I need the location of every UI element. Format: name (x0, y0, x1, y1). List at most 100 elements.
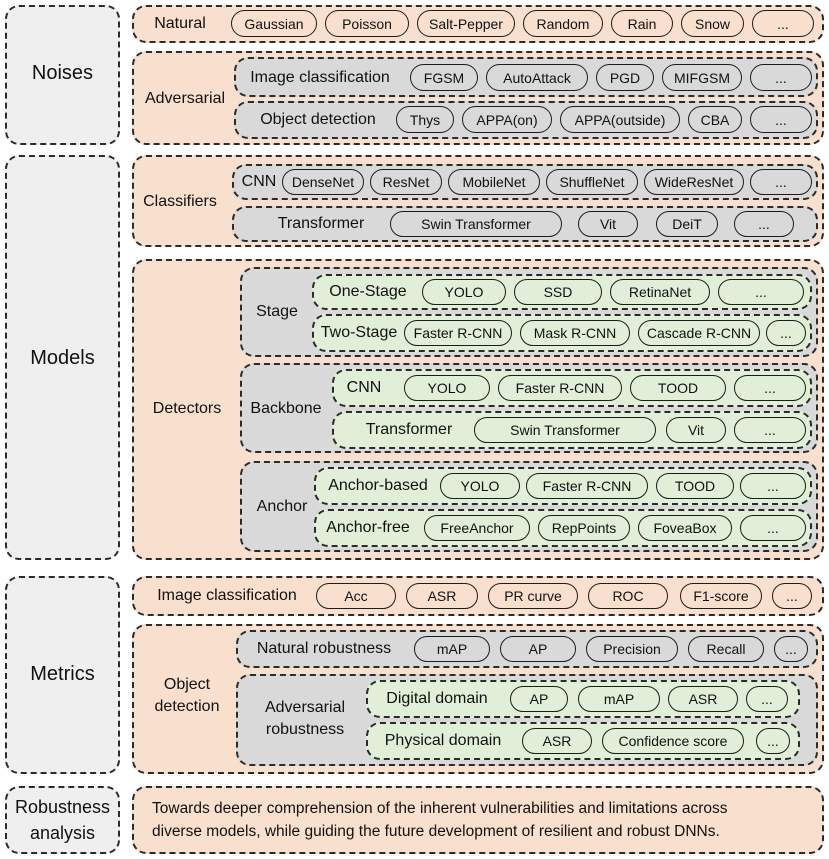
natural-noise-item: Random (523, 10, 603, 37)
adversarial-robustness-label-line1: Adversarial (264, 699, 346, 716)
two-stage-item: Cascade R-CNN (638, 320, 760, 346)
one-stage-item: RetinaNet (610, 279, 710, 305)
adversarial-noise-label: Adversarial (144, 90, 226, 107)
noises-title: Noises (31, 61, 94, 84)
robustness-analysis-section (5, 786, 120, 854)
two-stage-item: ... (766, 320, 806, 346)
digital-domain-item: ASR (668, 686, 738, 712)
backbone-transformer-label: Transformer (365, 421, 453, 438)
anchor-based-label: Anchor-based (328, 477, 428, 494)
models-title: Models (30, 346, 95, 369)
two-stage-label: Two-Stage (320, 324, 398, 341)
adv-image-classification-label: Image classification (250, 68, 390, 86)
classifier-cnn-item: ResNet (370, 169, 442, 195)
metrics-ic-item: ASR (406, 583, 478, 609)
detectors-label: Detectors (152, 400, 222, 417)
physical-domain-item: ASR (522, 728, 592, 754)
backbone-cnn-item: TOOD (630, 375, 726, 401)
two-stage-item: Faster R-CNN (404, 320, 512, 346)
one-stage-item: YOLO (422, 279, 506, 305)
classifier-cnn-item: DenseNet (282, 169, 364, 195)
robustness-analysis-title-line1: Robustness (14, 796, 111, 817)
backbone-cnn-label: CNN (346, 379, 382, 396)
adv-ic-item: ... (750, 64, 812, 91)
metrics-image-classification-group (132, 576, 824, 616)
digital-domain-item: AP (510, 686, 568, 712)
backbone-transformer-item: ... (734, 417, 806, 443)
natural-robustness-item: ... (774, 636, 808, 662)
robustness-analysis-text-line1: Towards deeper comprehension of the inhe… (152, 800, 728, 817)
anchor-based-item: ... (740, 473, 806, 499)
physical-domain-item: Confidence score (602, 728, 744, 754)
anchor-based-item: Faster R-CNN (526, 473, 648, 499)
natural-robustness-item: AP (500, 636, 576, 662)
classifier-cnn-item: ShuffleNet (546, 169, 638, 195)
natural-robustness-item: Recall (688, 636, 764, 662)
classifier-transformer-item: Vit (578, 211, 638, 237)
adversarial-robustness-label-line2: robustness (265, 721, 345, 738)
detector-anchor-label: Anchor (256, 498, 308, 515)
anchor-free-item: FoveaBox (638, 515, 732, 541)
anchor-free-item: RepPoints (538, 515, 630, 541)
backbone-cnn-item: Faster R-CNN (498, 375, 622, 401)
backbone-transformer-item: Vit (666, 417, 726, 443)
classifiers-label: Classifiers (143, 193, 217, 210)
one-stage-item: SSD (514, 279, 602, 305)
backbone-transformer-item: Swin Transformer (474, 417, 656, 443)
classifier-cnn-item: MobileNet (448, 169, 540, 195)
metrics-ic-item: PR curve (488, 583, 578, 609)
anchor-based-item: YOLO (440, 473, 520, 499)
natural-robustness-label: Natural robustness (256, 640, 392, 657)
physical-domain-item: ... (756, 728, 790, 754)
natural-noise-item: Salt-Pepper (417, 10, 515, 37)
backbone-cnn-item: ... (734, 375, 806, 401)
noises-section (5, 5, 120, 145)
classifier-cnn-item: ... (750, 169, 812, 195)
metrics-image-classification-label: Image classification (157, 587, 297, 604)
adv-ic-item: FGSM (410, 64, 478, 91)
anchor-free-item: FreeAnchor (424, 515, 530, 541)
adv-od-item: ... (750, 106, 812, 133)
metrics-object-detection-label-line2: detection (154, 698, 220, 715)
metrics-object-detection-label-line1: Object (163, 676, 211, 693)
adv-od-item: Thys (396, 106, 454, 133)
one-stage-label: One-Stage (329, 283, 407, 300)
robustness-analysis-text-line2: diverse models, while guiding the future… (152, 823, 720, 840)
metrics-ic-item: Acc (316, 583, 396, 609)
natural-noise-item: Rain (611, 10, 673, 37)
metrics-ic-item: ROC (588, 583, 668, 609)
classifier-transformer-item: Swin Transformer (390, 211, 562, 237)
physical-domain-label: Physical domain (384, 732, 502, 749)
natural-noise-item: Poisson (325, 10, 409, 37)
natural-noise-item: ... (752, 10, 814, 37)
metrics-title: Metrics (30, 662, 95, 685)
adv-object-detection-label: Object detection (260, 110, 376, 128)
natural-noise-item: Snow (681, 10, 744, 37)
natural-noise-item: Gaussian (231, 10, 317, 37)
metrics-section (5, 576, 120, 774)
anchor-free-item: ... (740, 515, 806, 541)
metrics-ic-item: F1-score (680, 583, 762, 609)
robustness-analysis-description-box (132, 786, 824, 854)
digital-domain-label: Digital domain (386, 690, 488, 707)
adv-od-item: APPA(on) (462, 106, 552, 133)
backbone-cnn-item: YOLO (404, 375, 490, 401)
adv-ic-item: MIFGSM (662, 64, 742, 91)
natural-robustness-item: Precision (586, 636, 678, 662)
classifier-transformer-item: DeiT (656, 211, 718, 237)
anchor-free-label: Anchor-free (326, 519, 410, 536)
classifier-cnn-item: WideResNet (644, 169, 744, 195)
adv-ic-item: PGD (596, 64, 654, 91)
two-stage-item: Mask R-CNN (520, 320, 630, 346)
one-stage-item: ... (718, 279, 804, 305)
adv-od-item: APPA(outside) (560, 106, 680, 133)
classifier-cnn-label: CNN (241, 173, 277, 190)
robustness-analysis-title-line2: analysis (29, 822, 96, 843)
classifier-transformer-item: ... (734, 211, 794, 237)
digital-domain-item: mAP (578, 686, 660, 712)
natural-noise-label: Natural (154, 14, 206, 32)
natural-robustness-item: mAP (414, 636, 490, 662)
digital-domain-item: ... (746, 686, 788, 712)
adv-ic-item: AutoAttack (486, 64, 588, 91)
detector-stage-label: Stage (256, 303, 298, 320)
